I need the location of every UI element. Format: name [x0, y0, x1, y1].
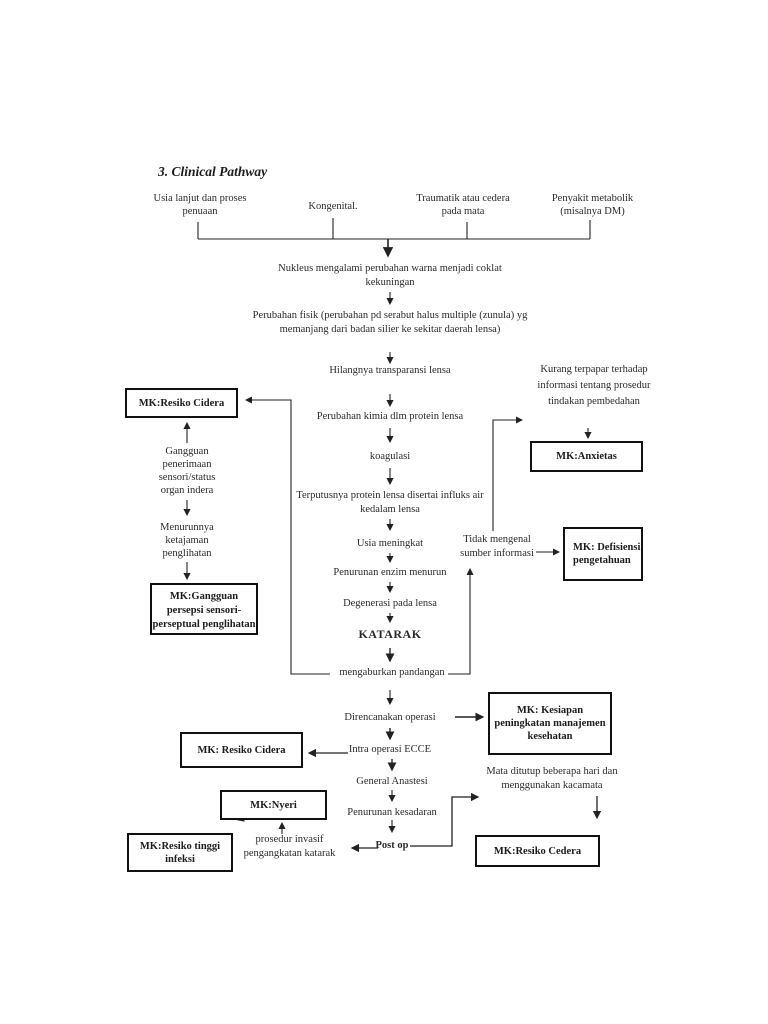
node-terputusnya: Terputusnya protein lensa disertai influ…: [296, 490, 484, 515]
node-mengaburkan-pandangan: mengaburkan pandangan: [339, 667, 445, 678]
node-intra-operasi-ecce: Intra operasi ECCE: [348, 744, 432, 755]
node-kurang-terpapar: Kurang terpapar terhadap informasi tenta…: [537, 364, 651, 407]
cause-usia-lanjut: Usia lanjut dan proses penuaan: [153, 193, 247, 217]
box-mk-defisiensi-pengetahuan: MK: Defisiensi pengetahuan: [563, 527, 643, 581]
box-mk-kesiapan: MK: Kesiapan peningkatan manajemen keseh…: [488, 692, 612, 755]
node-hilangnya-transparansi: Hilangnya transparansi lensa: [329, 365, 451, 376]
cause-traumatik: Traumatik atau cedera pada mata: [416, 193, 510, 217]
node-prosedur-invasif: prosedur invasif pengangkatan katarak: [243, 834, 336, 859]
node-perubahan-fisik: Perubahan fisik (perubahan pd serabut ha…: [252, 310, 528, 335]
box-mk-resiko-cidera-1: MK:Resiko Cidera: [125, 388, 238, 418]
box-mk-resiko-tinggi-infeksi: MK:Resiko tinggi infeksi: [127, 833, 233, 872]
node-tidak-mengenal: Tidak mengenal sumber informasi: [460, 534, 534, 559]
node-penurunan-kesadaran: Penurunan kesadaran: [347, 807, 437, 818]
node-post-op: Post op: [375, 840, 409, 851]
node-penurunan-enzim: Penurunan enzim menurun: [333, 567, 447, 578]
box-mk-anxietas: MK:Anxietas: [530, 441, 643, 472]
postop-right-line: [410, 792, 480, 847]
node-degenerasi: Degenerasi pada lensa: [343, 598, 437, 609]
node-menurunnya-ketajaman: Menurunnya ketajaman penglihatan: [160, 522, 214, 559]
node-katarak: KATARAK: [358, 627, 422, 641]
page-title: 3. Clinical Pathway: [158, 164, 268, 179]
box-mk-gangguan-persepsi: MK:Gangguan persepsi sensori-perseptual …: [150, 583, 258, 635]
box-mk-resiko-cidera-2: MK: Resiko Cidera: [180, 732, 303, 768]
node-direncanakan-operasi: Direncanakan operasi: [344, 712, 436, 723]
node-gangguan-penerimaan: Gangguan penerimaan sensori/status organ…: [158, 446, 216, 496]
node-mata-ditutup: Mata ditutup beberapa hari dan menggunak…: [486, 766, 618, 791]
loop-right-line: [448, 567, 474, 675]
box-mk-nyeri: MK:Nyeri: [220, 790, 327, 820]
cause-bracket: [197, 218, 591, 240]
node-usia-meningkat: Usia meningkat: [356, 538, 424, 549]
node-perubahan-kimia: Perubahan kimia dlm protein lensa: [316, 411, 464, 422]
node-koagulasi: koagulasi: [369, 451, 411, 462]
node-general-anastesi: General Anastesi: [356, 776, 428, 787]
node-nukleus: Nukleus mengalami perubahan warna menjad…: [278, 263, 502, 288]
anxietas-feed-line: [492, 416, 524, 531]
cause-penyakit-metabolik: Penyakit metabolik (misalnya DM): [551, 193, 634, 217]
cause-kongenital: Kongenital.: [308, 201, 358, 212]
box-mk-resiko-cedera-3: MK:Resiko Cedera: [475, 835, 600, 867]
loop-left-line: [244, 396, 330, 675]
